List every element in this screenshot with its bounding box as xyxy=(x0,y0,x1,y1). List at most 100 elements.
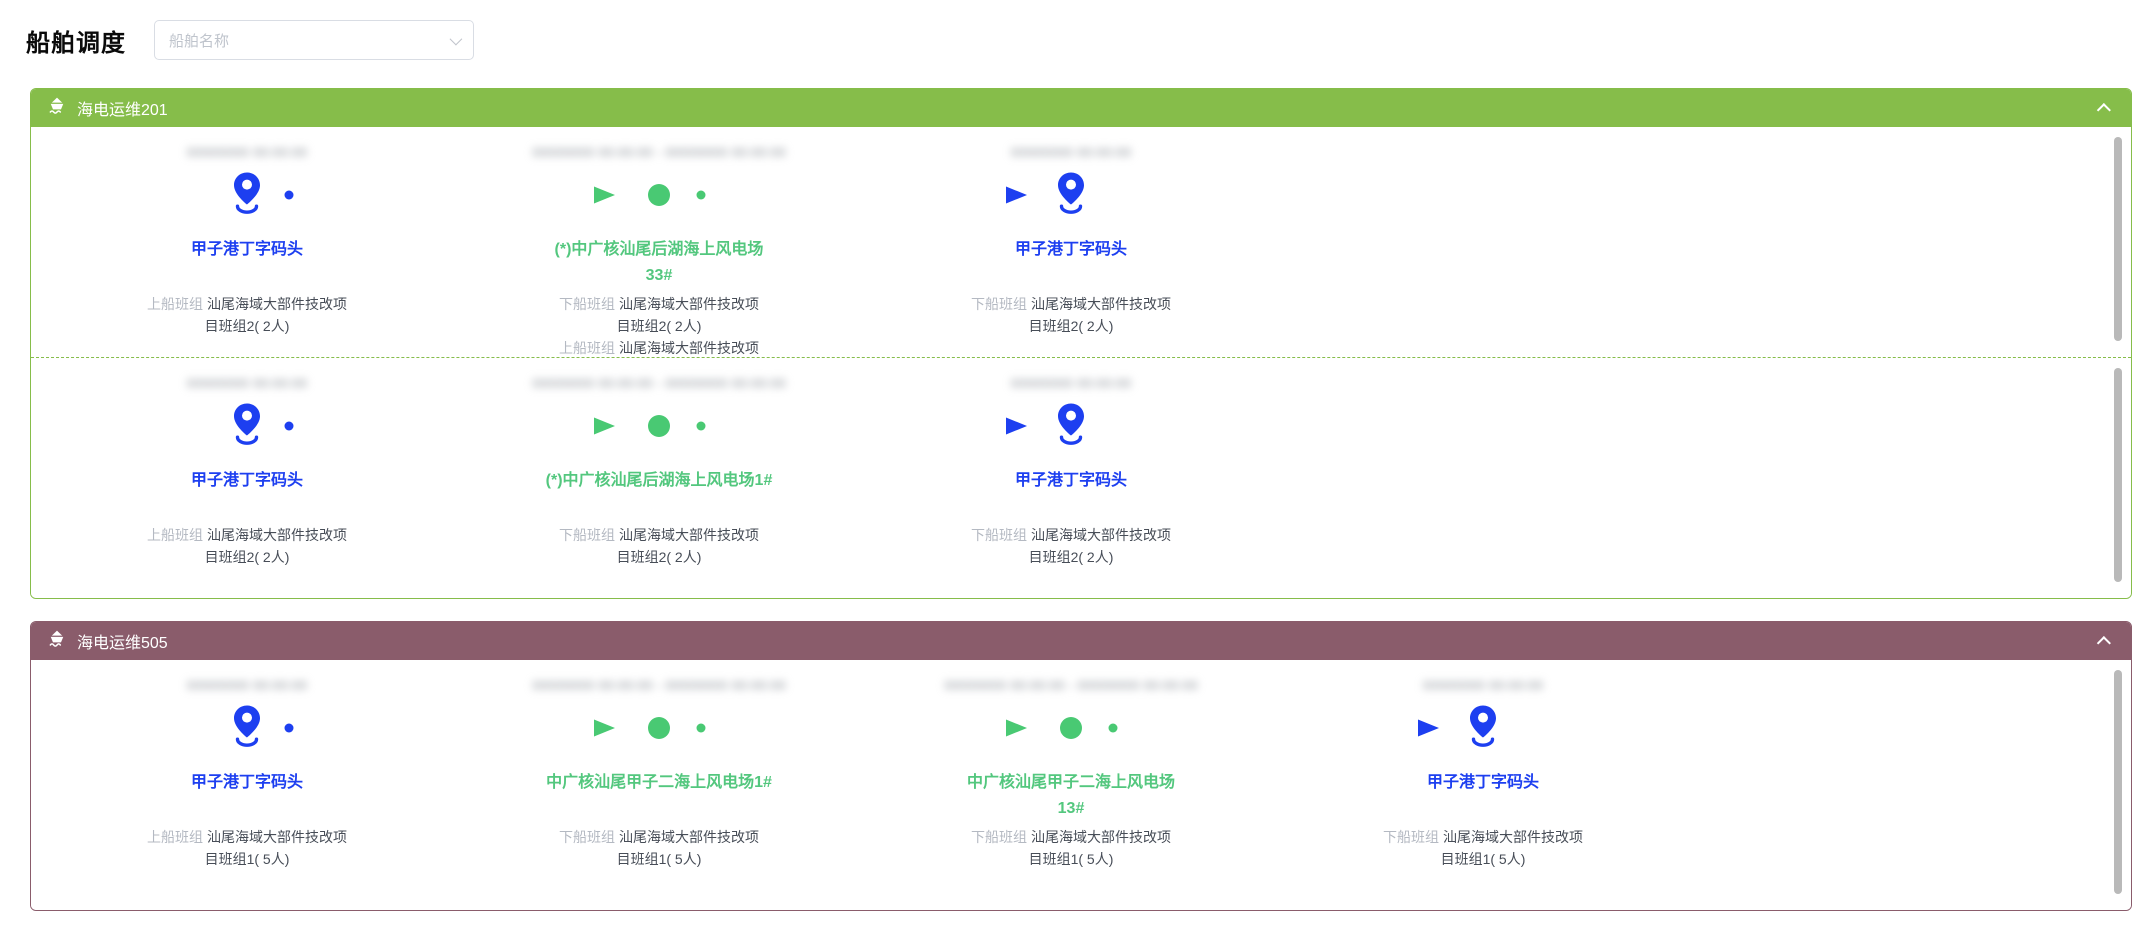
station-name-line1: 中广核汕尾甲子二海上风电场1# xyxy=(546,774,772,791)
station-time: 00000000 00:00:00 xyxy=(186,677,308,693)
station-time: 00000000 00:00:00 - 00000000 00:00:00 xyxy=(532,375,786,391)
station-time: 00000000 00:00:00 xyxy=(186,375,308,391)
crew-entry: 上船班组汕尾海域大部件技改项目班组2( 2人) xyxy=(141,524,353,568)
station-name-line1: 甲子港丁字码头 xyxy=(1014,472,1127,489)
vessel-panel-header[interactable]: 海电运维201 xyxy=(31,89,2131,127)
station-node xyxy=(648,171,670,219)
crew-entry: 下船班组汕尾海域大部件技改项目班组1( 5人) xyxy=(1377,826,1589,870)
crew-entry: 下船班组汕尾海域大部件技改项目班组1( 5人) xyxy=(965,826,1177,870)
scrollbar-thumb[interactable] xyxy=(2114,368,2122,582)
station-name-line1: 中广核汕尾甲子二海上风电场 xyxy=(966,774,1175,791)
station-time: 00000000 00:00:00 - 00000000 00:00:00 xyxy=(532,677,786,693)
station-name-line1: (*)中广核汕尾后湖海上风电场 xyxy=(554,241,764,258)
crew-info: 下船班组汕尾海域大部件技改项目班组2( 2人) xyxy=(553,524,765,568)
crew-label: 下船班组 xyxy=(559,829,615,845)
crew-value: 汕尾海域大部件技改项目班组2( 2人) xyxy=(1028,296,1171,334)
station-time: 00000000 00:00:00 xyxy=(1422,677,1544,693)
crew-info: 上船班组汕尾海域大部件技改项目班组2( 2人) xyxy=(141,293,353,337)
station-farm: 00000000 00:00:00 - 00000000 00:00:00 (*)… xyxy=(453,358,865,568)
crew-info: 下船班组汕尾海域大部件技改项目班组2( 2人) xyxy=(965,524,1177,568)
windfarm-dot-icon xyxy=(648,184,670,206)
route-arrow xyxy=(1108,719,1439,737)
station-name: 甲子港丁字码头 xyxy=(191,237,303,289)
station-farm: 00000000 00:00:00 - 00000000 00:00:00 中广核… xyxy=(865,660,1277,870)
crew-entry: 下船班组汕尾海域大部件技改项目班组2( 2人) xyxy=(965,524,1177,568)
crew-value: 汕尾海域大部件技改项目班组1( 5人) xyxy=(204,829,347,867)
chevron-down-icon xyxy=(449,32,463,45)
vessel-title: 海电运维505 xyxy=(77,635,168,652)
crew-label: 下船班组 xyxy=(559,296,615,312)
crew-value: 汕尾海域大部件技改项目班组2( 2人) xyxy=(619,340,759,356)
crew-value: 汕尾海域大部件技改项目班组1( 5人) xyxy=(616,829,759,867)
crew-label: 上船班组 xyxy=(147,527,203,543)
route-arrow xyxy=(696,719,1027,737)
route-arrow xyxy=(284,719,615,737)
chevron-up-icon[interactable] xyxy=(2096,636,2111,651)
ship-icon xyxy=(47,96,67,121)
route-arrow xyxy=(284,186,615,204)
station-farm: 00000000 00:00:00 - 00000000 00:00:00 (*)… xyxy=(453,127,865,357)
chevron-up-icon[interactable] xyxy=(2096,103,2111,118)
station-name: 中广核汕尾甲子二海上风电场1# xyxy=(546,770,772,822)
location-pin-icon xyxy=(1053,171,1089,220)
station-node xyxy=(1465,704,1501,752)
vessel-name-placeholder: 船舶名称 xyxy=(169,32,230,50)
station-name: 甲子港丁字码头 xyxy=(1015,468,1127,520)
page-title: 船舶调度 xyxy=(26,29,126,57)
crew-info: 下船班组汕尾海域大部件技改项目班组1( 5人) xyxy=(1377,826,1589,870)
crew-value: 汕尾海域大部件技改项目班组2( 2人) xyxy=(204,296,347,334)
scrollbar-thumb[interactable] xyxy=(2114,137,2122,341)
station-name-line1: 甲子港丁字码头 xyxy=(190,472,303,489)
route-arrow xyxy=(284,417,615,435)
station-name-line1: 甲子港丁字码头 xyxy=(190,241,303,258)
crew-label: 下船班组 xyxy=(971,829,1027,845)
crew-value: 汕尾海域大部件技改项目班组2( 2人) xyxy=(616,527,759,565)
station-node xyxy=(648,402,670,450)
crew-value: 汕尾海域大部件技改项目班组2( 2人) xyxy=(616,296,759,334)
scrollbar-thumb[interactable] xyxy=(2114,670,2122,894)
vessel-panel-header[interactable]: 海电运维505 xyxy=(31,622,2131,660)
station-name-line2: 13# xyxy=(1057,800,1085,817)
route-arrow xyxy=(696,417,1027,435)
crew-info: 下船班组汕尾海域大部件技改项目班组1( 5人) xyxy=(553,826,765,870)
station-time: 00000000 00:00:00 - 00000000 00:00:00 xyxy=(944,677,1198,693)
vessel-title: 海电运维201 xyxy=(77,102,168,119)
crew-label: 下船班组 xyxy=(971,296,1027,312)
station-time: 00000000 00:00:00 - 00000000 00:00:00 xyxy=(532,144,786,160)
station-name: (*)中广核汕尾后湖海上风电场1# xyxy=(546,468,773,520)
station-name: 甲子港丁字码头 xyxy=(1015,237,1127,289)
station-time: 00000000 00:00:00 xyxy=(1010,144,1132,160)
station-node xyxy=(229,402,265,450)
station-node xyxy=(1053,402,1089,450)
station-name-line2: 33# xyxy=(645,267,673,284)
crew-label: 下船班组 xyxy=(1383,829,1439,845)
station-pier: 00000000 00:00:00 甲子港丁字码头上船班组汕尾海域大部件技改项目班… xyxy=(41,358,453,568)
crew-entry: 上船班组汕尾海域大部件技改项目班组1( 5人) xyxy=(141,826,353,870)
station-node xyxy=(229,171,265,219)
crew-info: 下船班组汕尾海域大部件技改项目班组1( 5人) xyxy=(965,826,1177,870)
location-pin-icon xyxy=(1465,704,1501,753)
crew-entry: 下船班组汕尾海域大部件技改项目班组2( 2人) xyxy=(553,293,765,337)
location-pin-icon xyxy=(1053,402,1089,451)
vessel-name-select[interactable]: 船舶名称 xyxy=(154,20,474,60)
crew-value: 汕尾海域大部件技改项目班组1( 5人) xyxy=(1028,829,1171,867)
crew-entry: 上船班组汕尾海域大部件技改项目班组2( 2人) xyxy=(141,293,353,337)
crew-entry: 下船班组汕尾海域大部件技改项目班组2( 2人) xyxy=(553,524,765,568)
crew-info: 下船班组汕尾海域大部件技改项目班组2( 2人) xyxy=(965,293,1177,337)
crew-label: 上船班组 xyxy=(559,340,615,356)
windfarm-dot-icon xyxy=(648,415,670,437)
crew-value: 汕尾海域大部件技改项目班组2( 2人) xyxy=(204,527,347,565)
station-time: 00000000 00:00:00 xyxy=(1010,375,1132,391)
